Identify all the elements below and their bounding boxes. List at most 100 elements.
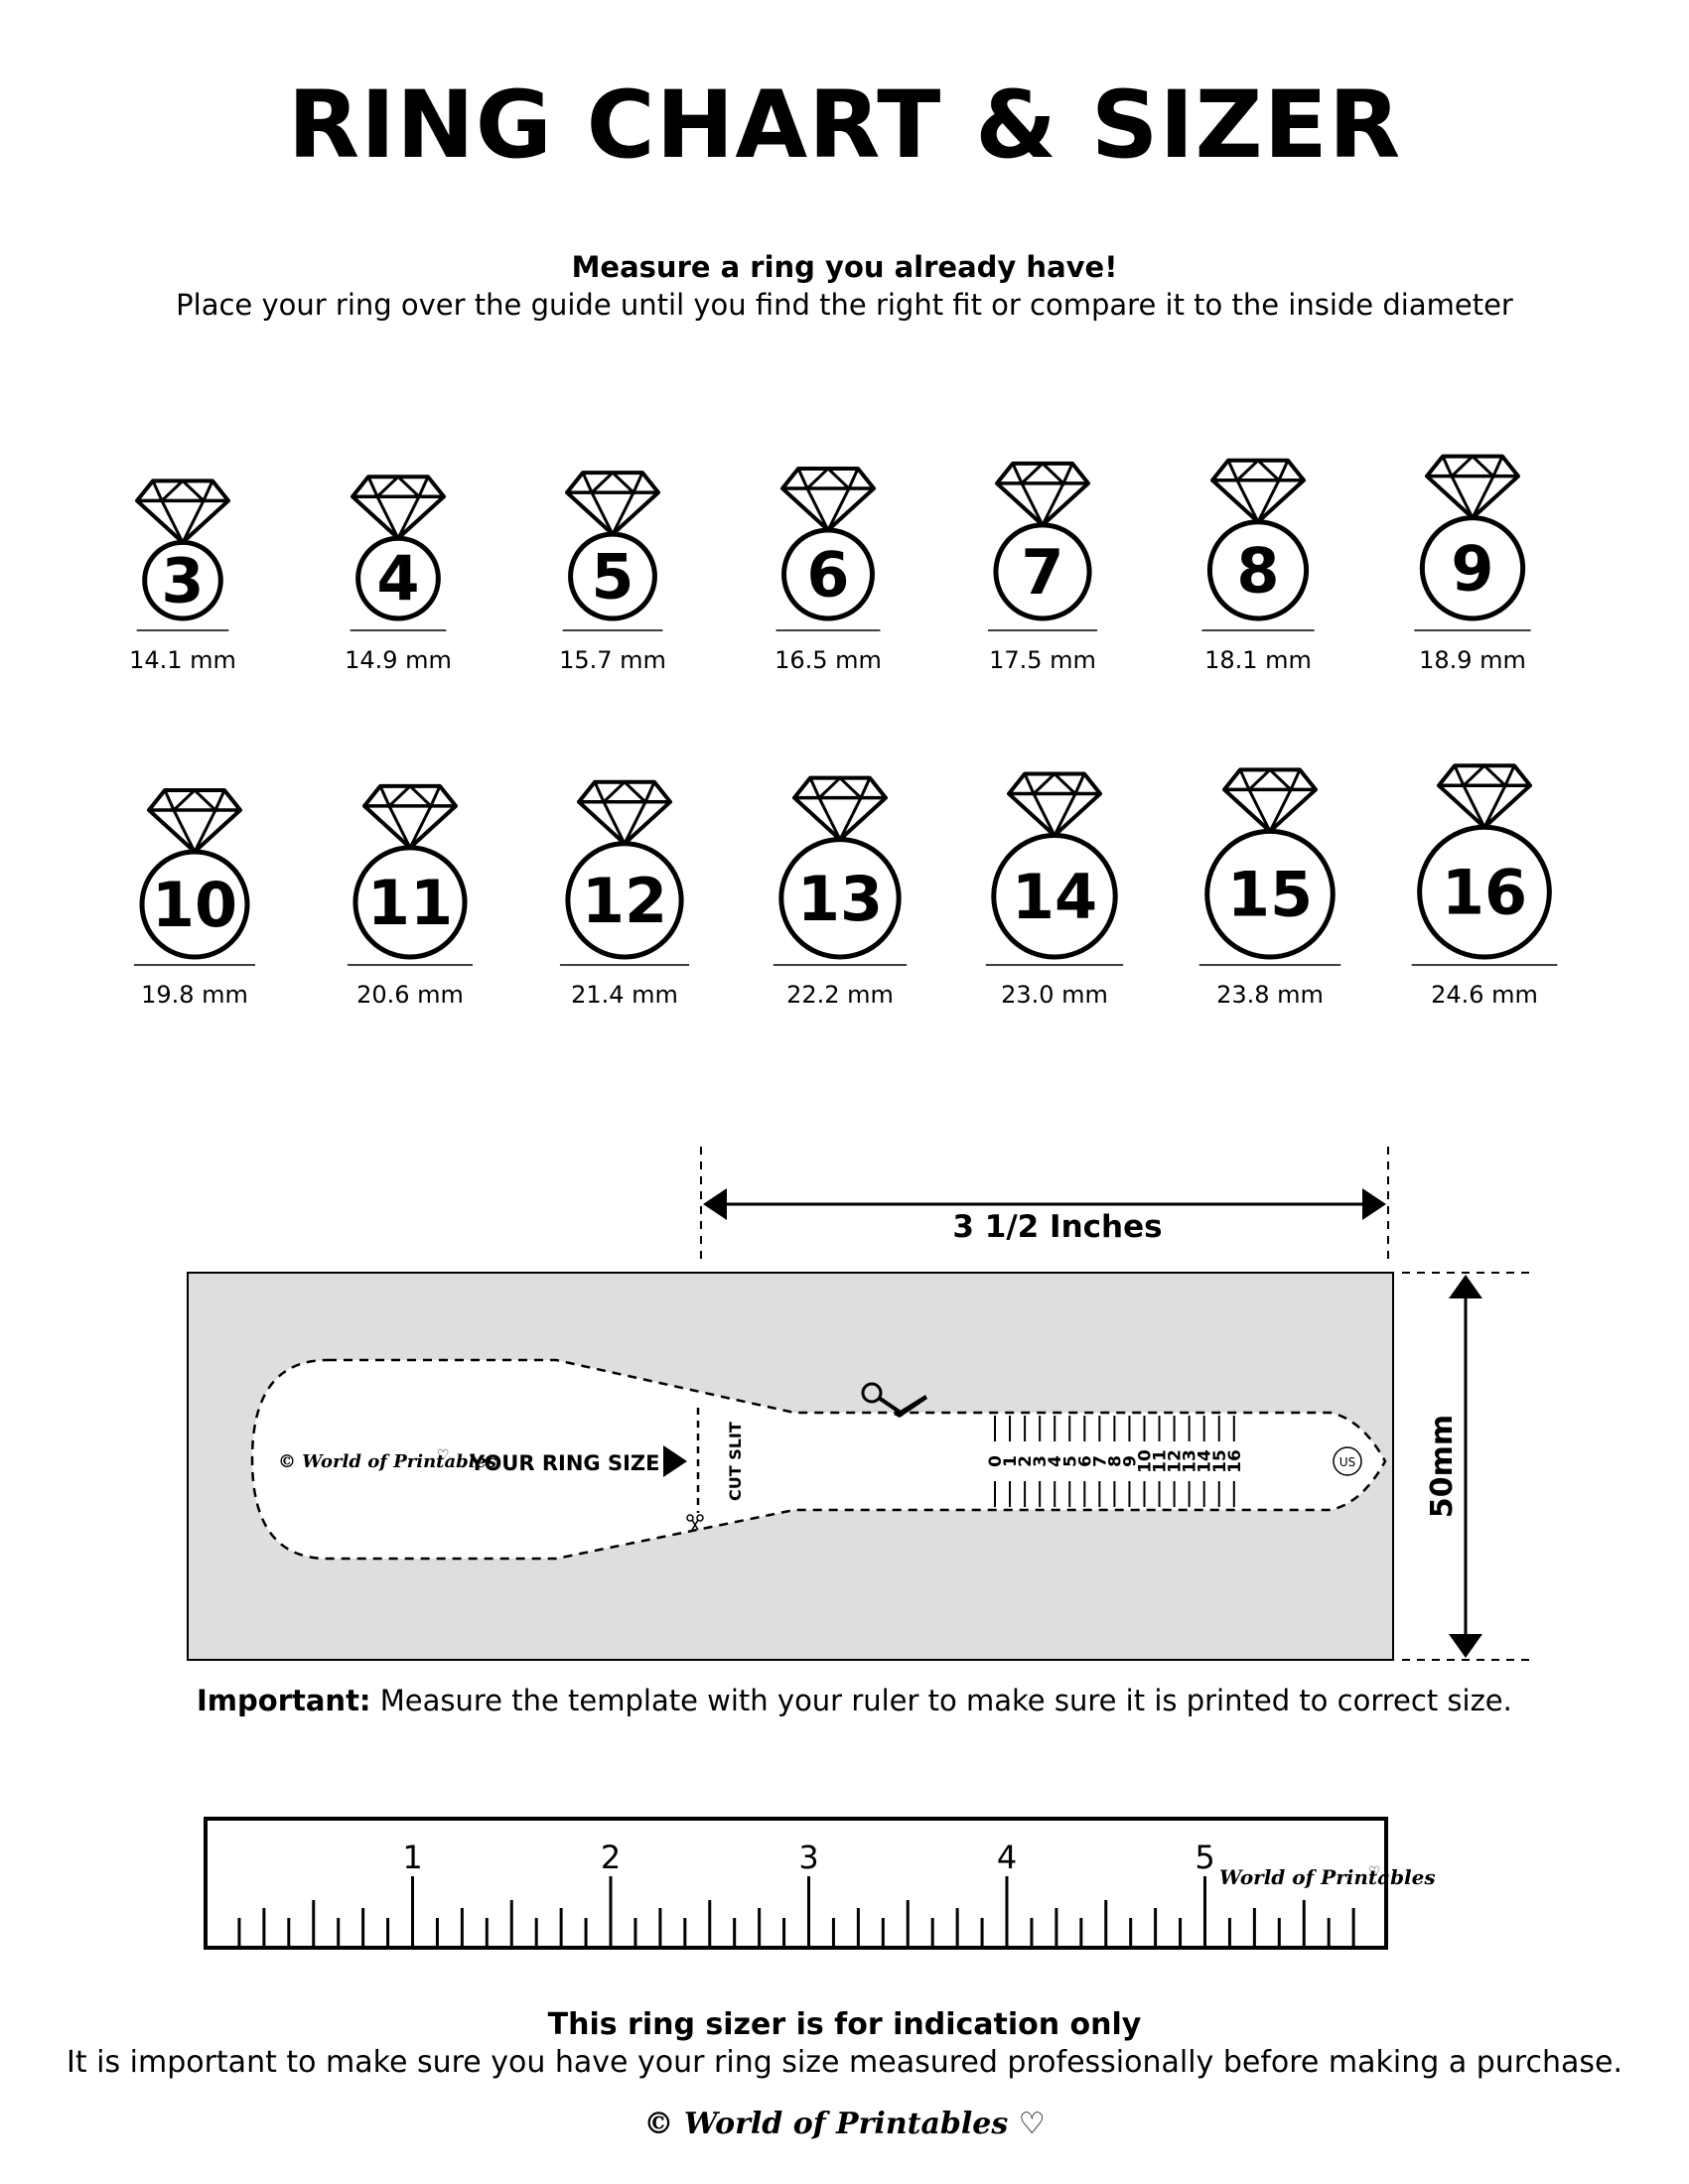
ring-circle [991, 833, 1118, 960]
ring-size-number: 5 [591, 541, 633, 614]
size-scale-mark: 12 [1166, 1416, 1186, 1507]
svg-text:1: 1 [1001, 1455, 1021, 1467]
ring-size-16: 16 [1411, 763, 1558, 966]
ring-circle [142, 539, 223, 621]
important-text: Measure the template with your ruler to … [370, 1684, 1512, 1717]
page-title: RING CHART & SIZER [287, 71, 1402, 180]
ring-size-10: 10 [134, 787, 255, 966]
diamond-icon [147, 787, 242, 856]
heart-icon: ♡ [437, 1447, 450, 1463]
ring-size-number: 6 [806, 539, 849, 612]
svg-text:4: 4 [1046, 1455, 1065, 1467]
ring-size-6: 6 [775, 466, 881, 631]
scissors-icon [686, 1514, 704, 1531]
sizer-logo: © World of Printables [278, 1451, 496, 1472]
size-scale-mark: 1 [1001, 1416, 1021, 1507]
diamond-icon [1437, 763, 1532, 831]
diamond-icon [351, 475, 446, 542]
ring-circle [352, 845, 468, 960]
ring-size-5: 5 [562, 471, 663, 631]
ring-circle [1204, 828, 1336, 960]
size-scale-mark: 14 [1196, 1416, 1215, 1507]
ring-mm-label: 18.1 mm [1204, 646, 1312, 674]
svg-text:0: 0 [986, 1455, 1006, 1467]
important-note: Important: Measure the template with you… [197, 1684, 1512, 1717]
diamond-icon [1222, 767, 1318, 835]
svg-text:12: 12 [1166, 1449, 1186, 1473]
ring-size-number: 8 [1236, 534, 1279, 607]
ring-circle [565, 841, 684, 960]
svg-text:15: 15 [1210, 1449, 1230, 1473]
height-label: 50mm [1425, 1415, 1460, 1518]
ring-mm-label: 14.1 mm [129, 646, 236, 674]
size-scale-mark: 6 [1075, 1416, 1095, 1507]
ring-size-number: 10 [152, 869, 237, 941]
ring-circle [1419, 515, 1526, 621]
svg-text:10: 10 [1136, 1449, 1156, 1473]
ring-size-13: 13 [773, 775, 908, 966]
ring-size-9: 9 [1414, 454, 1531, 631]
size-scale-mark: 13 [1181, 1416, 1200, 1507]
ring-size-number: 13 [797, 863, 883, 935]
size-scale-mark: 16 [1225, 1416, 1245, 1507]
ring-mm-label: 21.4 mm [571, 981, 678, 1009]
ring-mm-label: 15.7 mm [559, 646, 666, 674]
diamond-icon [577, 779, 672, 848]
size-scale-mark: 4 [1046, 1416, 1065, 1507]
important-label: Important: [197, 1684, 371, 1717]
diamond-icon [1210, 458, 1306, 526]
ring-size-15: 15 [1198, 767, 1341, 966]
ring-size-number: 11 [367, 867, 453, 939]
size-scale-mark: 2 [1016, 1416, 1036, 1507]
ruler-frame [204, 1817, 1388, 1950]
arrow-right-icon [663, 1445, 687, 1477]
size-scale-mark: 3 [1031, 1416, 1051, 1507]
diamond-icon [1007, 771, 1102, 839]
ruler-logo: World of Printables [1219, 1865, 1436, 1889]
size-scale-mark: 7 [1090, 1416, 1110, 1507]
svg-text:6: 6 [1075, 1455, 1095, 1467]
svg-text:8: 8 [1105, 1455, 1125, 1467]
svg-text:11: 11 [1151, 1449, 1171, 1473]
heart-icon: ♡ [1368, 1864, 1381, 1880]
diamond-icon [565, 471, 660, 538]
svg-text:3: 3 [1031, 1455, 1051, 1467]
svg-text:13: 13 [1181, 1449, 1200, 1473]
us-badge-label: US [1339, 1455, 1355, 1469]
size-scale-mark: 11 [1151, 1416, 1171, 1507]
width-label: 3 1/2 Inches [952, 1209, 1163, 1245]
ring-circle [778, 837, 902, 960]
size-scale-mark: 5 [1060, 1416, 1080, 1507]
size-scale-mark: 10 [1136, 1416, 1156, 1507]
ruler-number: 4 [997, 1839, 1017, 1876]
ring-size-4: 4 [350, 475, 447, 631]
ring-circle [139, 849, 250, 960]
ring-size-number: 7 [1021, 536, 1063, 609]
subtitle-heading: Measure a ring you already have! [571, 250, 1118, 284]
ring-size-3: 3 [135, 478, 230, 631]
ring-mm-label: 18.9 mm [1419, 646, 1526, 674]
size-scale-mark: 8 [1105, 1416, 1125, 1507]
svg-text:2: 2 [1016, 1455, 1036, 1467]
footer-logo: © World of Printables ♡ [643, 2107, 1046, 2141]
svg-text:16: 16 [1225, 1449, 1245, 1473]
ring-mm-label: 16.5 mm [774, 646, 882, 674]
diamond-icon [995, 461, 1090, 529]
ring-size-number: 15 [1227, 859, 1313, 931]
ring-circle [1417, 824, 1552, 960]
ring-mm-label: 23.8 mm [1216, 981, 1324, 1009]
ring-mm-label: 17.5 mm [989, 646, 1096, 674]
svg-text:7: 7 [1090, 1455, 1110, 1467]
ring-mm-label: 14.9 mm [345, 646, 452, 674]
width-arrow-left-head [703, 1188, 727, 1220]
ruler-number: 3 [798, 1839, 818, 1876]
diamond-icon [780, 466, 876, 534]
disclaimer-text: It is important to make sure you have yo… [66, 2045, 1622, 2080]
size-scale-mark: 9 [1120, 1416, 1140, 1507]
ring-circle [781, 527, 875, 621]
subtitle-instructions: Place your ring over the guide until you… [176, 288, 1513, 322]
ring-size-14: 14 [985, 771, 1124, 966]
ruler-number: 2 [601, 1839, 621, 1876]
diamond-icon [1425, 454, 1520, 522]
